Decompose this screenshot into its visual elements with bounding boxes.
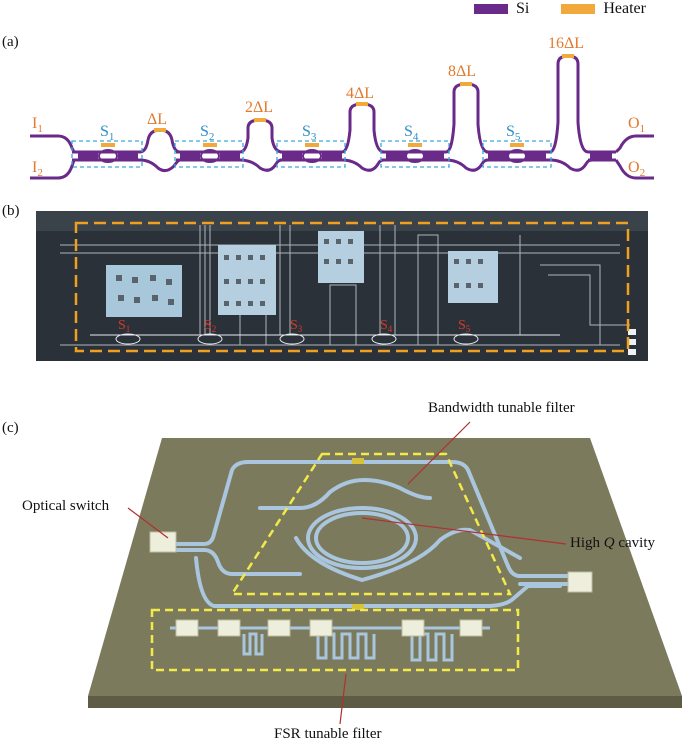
switch-label-s1: S1 — [100, 123, 114, 143]
panel-label-b: (b) — [2, 203, 20, 219]
switch-blocks — [78, 54, 612, 163]
fsr-filter-outline — [150, 608, 520, 672]
delay-labels: ΔL 2ΔL 4ΔL 8ΔL 16ΔL — [147, 35, 584, 128]
legend-heater-swatch — [561, 4, 596, 15]
pad-array-4 — [448, 251, 498, 303]
waveguide-network — [162, 460, 582, 608]
legend-heater-label: Heater — [603, 0, 646, 18]
panel-label-a: (a) — [2, 34, 19, 50]
input-label-1: I1 — [32, 115, 43, 135]
micro-switch-label-s2: S2 — [204, 318, 216, 334]
delay-label-4: 4ΔL — [346, 85, 374, 102]
switch-label-s4: S4 — [404, 123, 419, 143]
output-label-1: O1 — [628, 115, 645, 135]
micro-switch-label-s4: S4 — [380, 318, 393, 334]
annotation-high-q-cavity: High Q cavity — [570, 535, 655, 552]
input-labels: I1 I2 — [32, 115, 43, 179]
legend: Si Heater — [474, 0, 685, 18]
switch-dashed-boxes — [71, 140, 552, 168]
annotation-bandwidth-filter: Bandwidth tunable filter — [428, 400, 575, 416]
dots-ellipsis — [294, 626, 308, 630]
final-coupler-block — [590, 151, 612, 161]
switch-block-s3 — [282, 143, 342, 163]
bandwidth-filter-outline — [229, 452, 512, 596]
switch-block-s1 — [78, 143, 138, 163]
switch-block-s4 — [386, 143, 444, 163]
waveguide-track — [90, 333, 560, 345]
output-pads — [628, 329, 636, 355]
micrograph-switch-labels: S1 S2 S3 S4 S5 — [118, 318, 471, 334]
panel-b-micrograph: S1 S2 S3 S4 S5 — [36, 211, 648, 361]
switch-label-s3: S3 — [302, 123, 317, 143]
output-label-2: O2 — [628, 159, 645, 179]
panel-a-schematic: I1 I2 O1 O2 S1 S2 S3 S4 S5 ΔL 2ΔL 4ΔL 8Δ… — [30, 35, 654, 180]
panel-c-render — [88, 421, 682, 725]
output-labels: O1 O2 — [628, 115, 645, 179]
micro-switch-label-s3: S3 — [290, 318, 303, 334]
switch-label-s5: S5 — [506, 123, 521, 143]
chip-dashed-outline — [74, 221, 630, 353]
pad-array-1 — [106, 265, 182, 317]
pad-array-3 — [318, 231, 364, 283]
legend-si-label: Si — [516, 0, 530, 18]
switch-block-s2 — [180, 143, 240, 163]
delay-label-1: ΔL — [147, 111, 167, 128]
input-label-2: I2 — [32, 159, 43, 179]
micro-switch-label-s1: S1 — [118, 318, 130, 334]
chip-slab-front — [88, 696, 682, 708]
delay-label-8: 8ΔL — [448, 63, 476, 80]
cavity-suffix: cavity — [614, 535, 655, 551]
cavity-q-symbol: Q — [603, 535, 615, 551]
optical-switch-right — [567, 571, 593, 593]
annotation-optical-switch: Optical switch — [22, 498, 110, 514]
delay-label-16: 16ΔL — [548, 35, 584, 52]
optical-switch-left — [149, 531, 177, 553]
legend-si-swatch — [474, 4, 508, 15]
cavity-prefix: High — [570, 535, 604, 551]
switch-labels: S1 S2 S3 S4 S5 — [100, 123, 521, 143]
switch-block-s5 — [488, 143, 546, 163]
panel-label-c: (c) — [2, 420, 19, 436]
dashed-outlines — [150, 452, 520, 672]
micro-switch-label-s5: S5 — [458, 318, 471, 334]
switch-label-s2: S2 — [200, 123, 214, 143]
heater-pads — [149, 531, 593, 637]
leader-lines — [127, 421, 567, 725]
annotation-fsr-filter: FSR tunable filter — [274, 726, 382, 742]
delay-label-2: 2ΔL — [245, 99, 273, 116]
